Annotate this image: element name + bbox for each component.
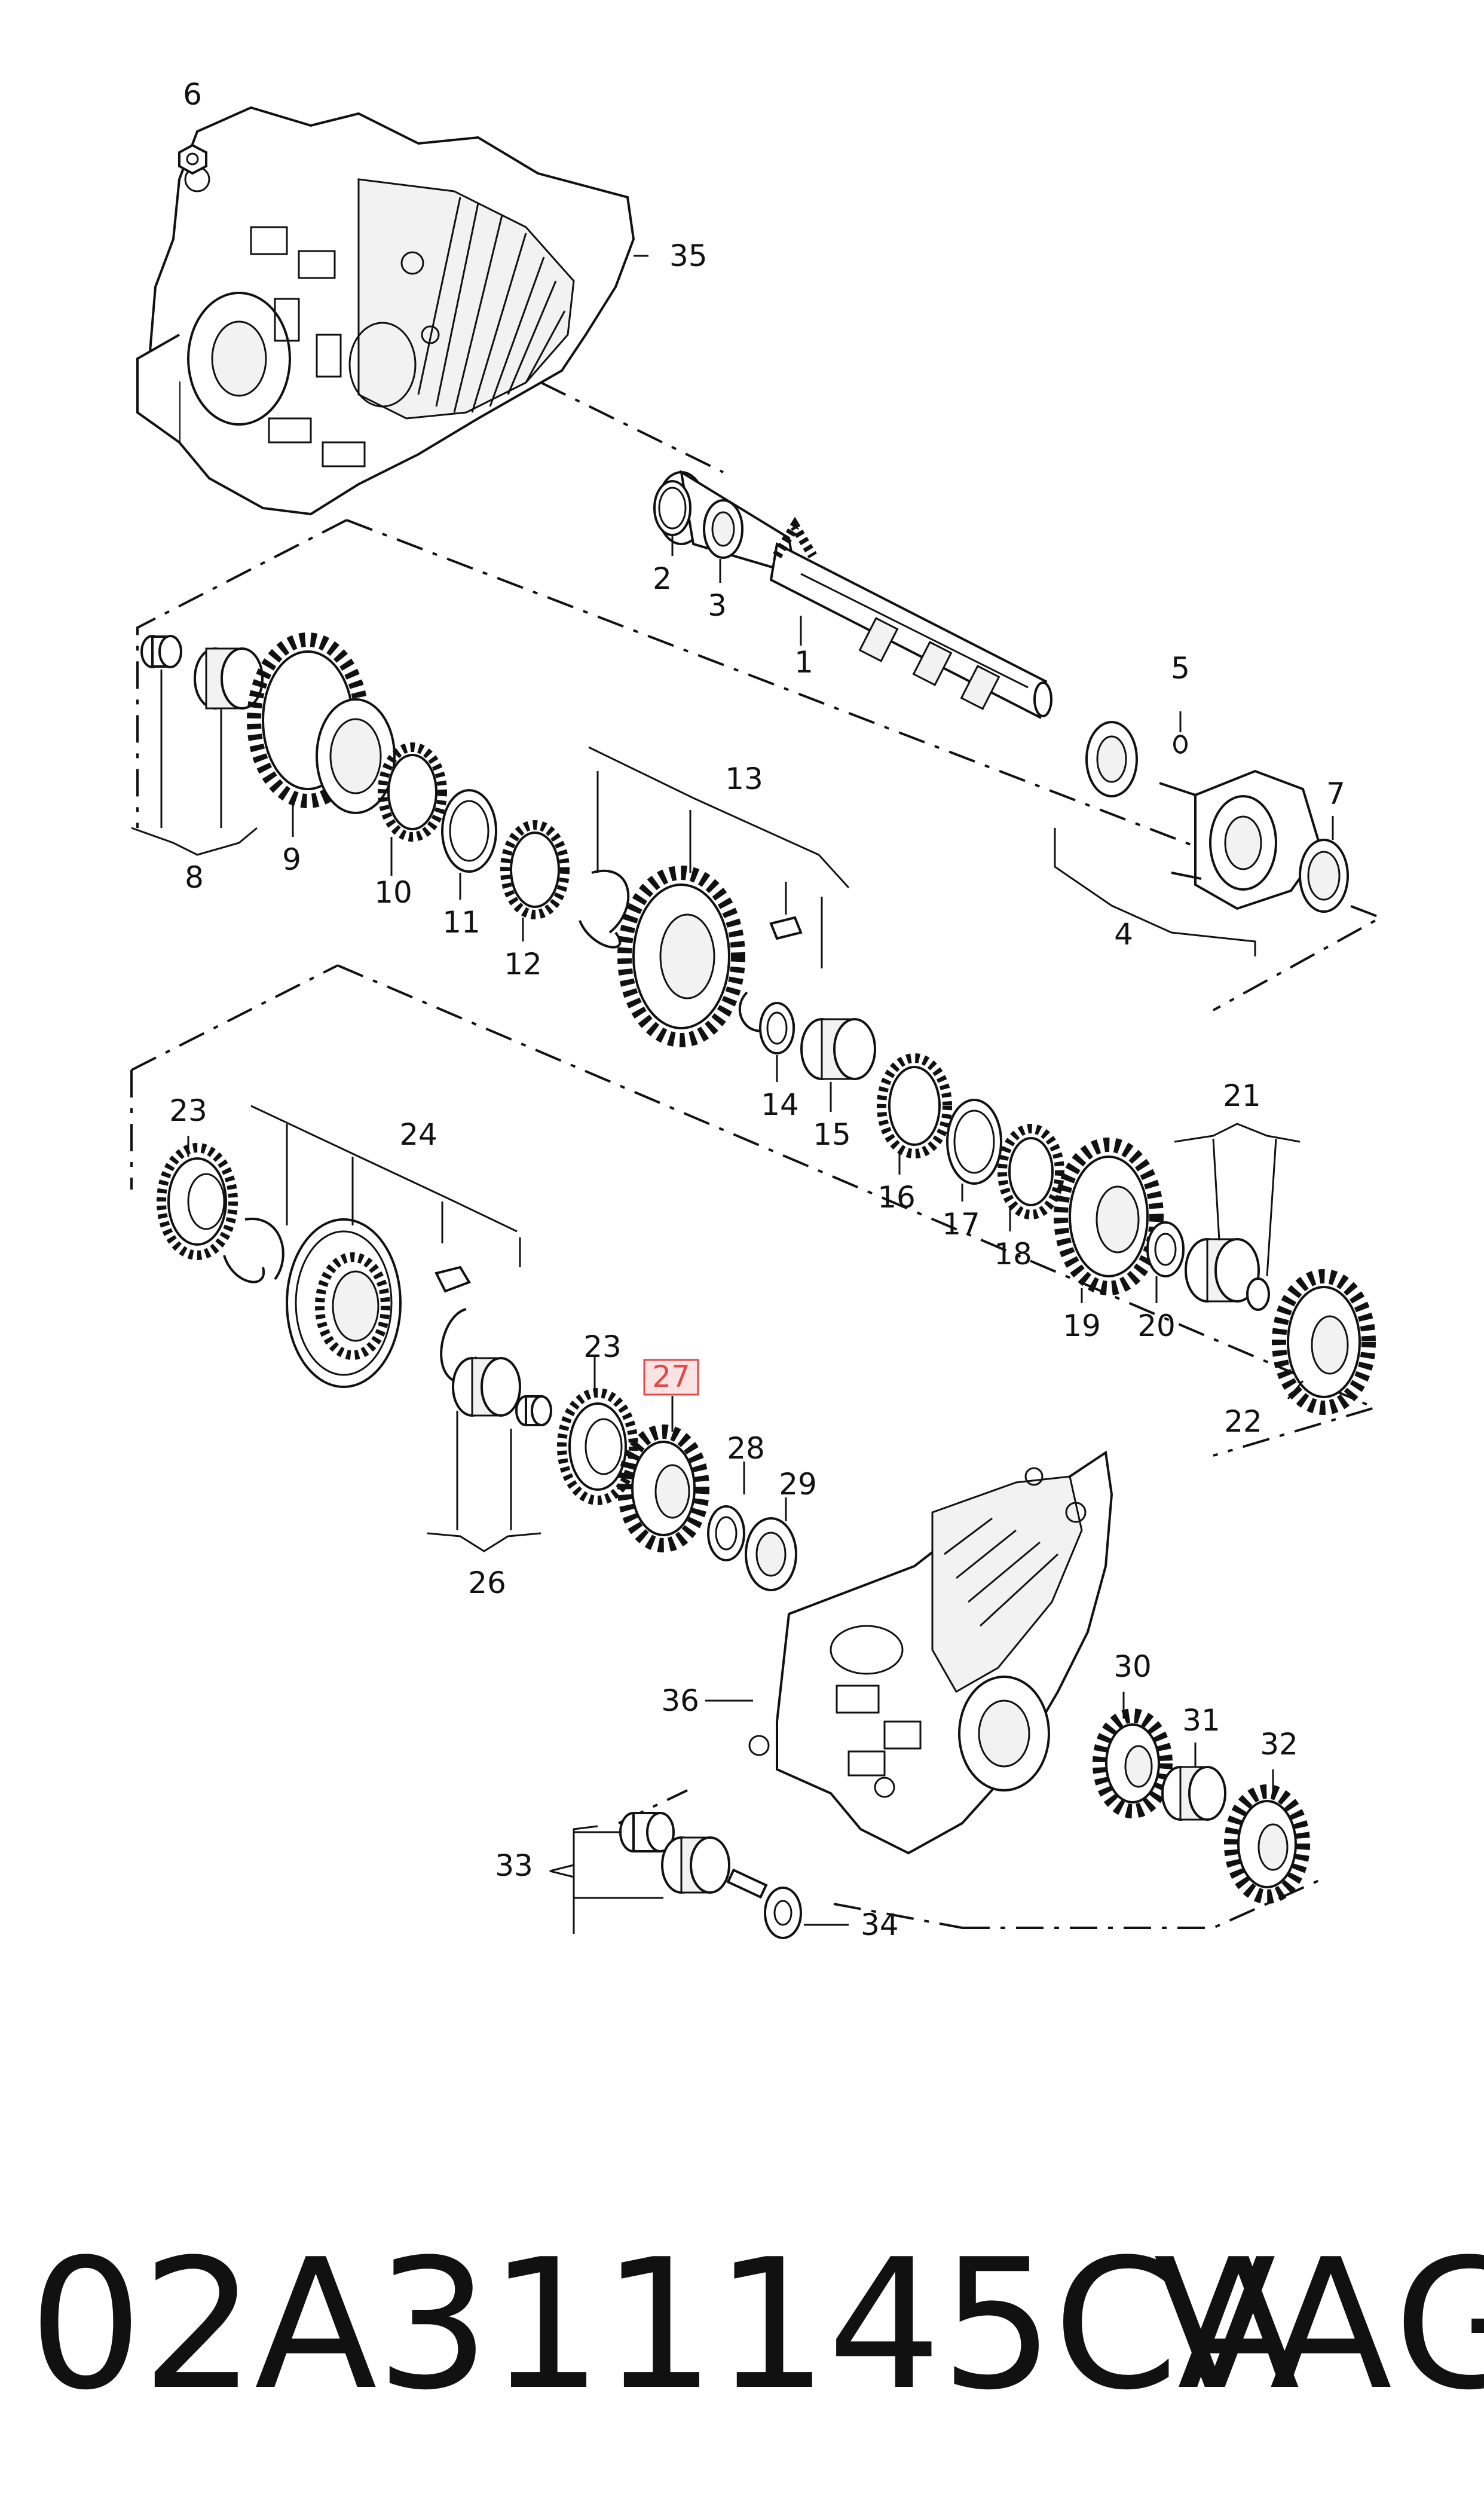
label-part-28: 28 bbox=[727, 1431, 765, 1466]
synchro-ring-part-10 bbox=[378, 742, 447, 842]
needle-bearing-part-21 bbox=[1185, 1238, 1270, 1311]
label-part-2: 2 bbox=[653, 561, 672, 596]
gear-part-22 bbox=[1272, 1269, 1376, 1415]
label-part-29: 29 bbox=[779, 1467, 817, 1502]
synchro-ring-part-11 bbox=[441, 789, 497, 873]
label-part-7: 7 bbox=[1326, 777, 1345, 811]
gear-part-32 bbox=[1224, 1784, 1310, 1904]
synchro-hub-part-13 bbox=[579, 746, 850, 1047]
label-part-11: 11 bbox=[442, 905, 481, 940]
label-part-8: 8 bbox=[185, 860, 204, 895]
label-part-9: 9 bbox=[282, 842, 301, 877]
label-part-15: 15 bbox=[813, 1117, 851, 1152]
label-part-24: 24 bbox=[399, 1117, 437, 1152]
synchro-ring-part-23b bbox=[557, 1388, 638, 1505]
part-number-text: 02A311145CA bbox=[29, 2221, 1300, 2429]
needle-bearing-part-8b bbox=[194, 647, 264, 710]
seal-part-3 bbox=[703, 499, 743, 559]
washer-part-28 bbox=[707, 1505, 745, 1561]
synchro-hub-part-24 bbox=[223, 1105, 521, 1388]
label-part-4: 4 bbox=[1114, 917, 1133, 952]
synchro-ring-part-23a bbox=[157, 1143, 238, 1260]
label-part-17: 17 bbox=[942, 1207, 980, 1242]
thrust-washer-part-20 bbox=[1146, 1221, 1185, 1277]
nut-part-6 bbox=[178, 143, 207, 175]
synchro-ring-part-16 bbox=[877, 1053, 952, 1158]
label-part-34: 34 bbox=[861, 1907, 899, 1942]
gearbox-housing-upper bbox=[136, 106, 635, 516]
label-part-5: 5 bbox=[1171, 651, 1190, 686]
synchro-ring-part-18 bbox=[998, 1124, 1064, 1219]
label-part-35: 35 bbox=[669, 239, 708, 273]
label-part-13: 13 bbox=[725, 762, 763, 796]
sleeve-part-31 bbox=[1161, 1766, 1226, 1821]
assembly-frame-lines bbox=[130, 381, 1384, 1929]
gear-part-30 bbox=[1093, 1708, 1173, 1818]
label-part-36: 36 bbox=[661, 1683, 699, 1718]
label-part-10: 10 bbox=[374, 875, 412, 910]
label-part-22: 22 bbox=[1224, 1404, 1262, 1439]
label-part-31: 31 bbox=[1182, 1703, 1220, 1738]
needle-bearing-part-26 bbox=[452, 1357, 552, 1426]
label-part-20: 20 bbox=[1137, 1309, 1176, 1343]
bearing-part-29 bbox=[745, 1517, 797, 1591]
exploded-parts-diagram: 6 35 2 3 1 5 7 4 8 9 10 11 12 13 14 15 1… bbox=[130, 77, 1384, 1942]
needle-bearing-part-15 bbox=[800, 1018, 876, 1080]
label-part-16: 16 bbox=[877, 1180, 916, 1215]
gear-part-9 bbox=[247, 632, 396, 814]
label-part-12: 12 bbox=[504, 947, 542, 982]
bolt-part-34 bbox=[726, 1868, 802, 1939]
needle-bearing-part-14 bbox=[759, 1002, 795, 1054]
synchro-ring-part-12 bbox=[500, 820, 570, 919]
label-part-26: 26 bbox=[468, 1566, 506, 1600]
label-part-30: 30 bbox=[1113, 1649, 1152, 1684]
gearbox-housing-lower bbox=[748, 1450, 1113, 1855]
label-part-27: 27 bbox=[652, 1359, 690, 1394]
label-part-23a: 23 bbox=[169, 1093, 207, 1128]
label-part-6: 6 bbox=[183, 77, 202, 112]
label-part-32: 32 bbox=[1260, 1727, 1298, 1762]
label-part-33: 33 bbox=[495, 1848, 533, 1883]
highlight-box-part-27 bbox=[643, 1359, 699, 1396]
label-part-1: 1 bbox=[794, 645, 813, 680]
gear-part-27 bbox=[617, 1424, 709, 1552]
label-part-14: 14 bbox=[761, 1087, 799, 1122]
brand-text: VAG bbox=[1153, 2221, 1484, 2429]
label-part-3: 3 bbox=[708, 588, 727, 623]
bearing-flange-part-4 bbox=[1085, 721, 1323, 910]
label-part-18: 18 bbox=[994, 1237, 1032, 1271]
bearing-set-part-33 bbox=[619, 1812, 730, 1894]
gear-part-19 bbox=[1054, 1138, 1164, 1295]
synchro-ring-part-17 bbox=[946, 1099, 1002, 1185]
dowel-pin-part-5 bbox=[1173, 735, 1188, 754]
label-part-19: 19 bbox=[1063, 1309, 1101, 1343]
seal-ring-part-7 bbox=[1299, 839, 1349, 913]
label-part-21: 21 bbox=[1223, 1078, 1261, 1113]
label-part-23b: 23 bbox=[583, 1329, 622, 1364]
bearing-sleeve-part-8a bbox=[140, 635, 182, 668]
